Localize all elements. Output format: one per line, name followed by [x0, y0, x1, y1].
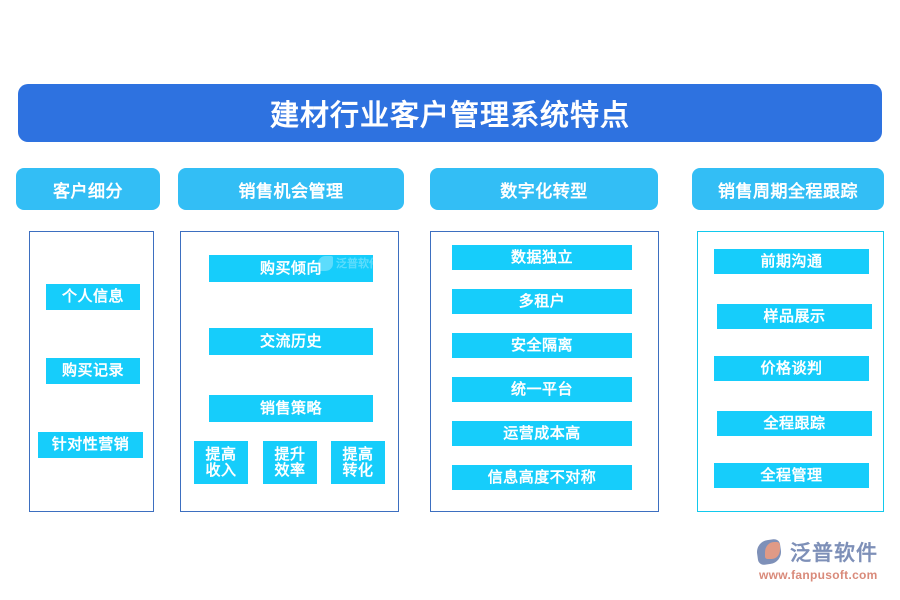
- feature-item-label: 全程跟踪: [763, 414, 826, 432]
- feature-item-label: 统一平台: [510, 380, 573, 398]
- feature-item-label: 销售策略: [259, 399, 322, 417]
- fanpu-logo-mark-icon: [755, 538, 785, 566]
- feature-item-box[interactable]: 价格谈判: [714, 356, 869, 381]
- feature-item-box[interactable]: 安全隔离: [452, 333, 632, 358]
- column-header-label: 销售机会管理: [238, 181, 344, 201]
- feature-item-label: 前期沟通: [760, 252, 823, 270]
- feature-item-label: 提高 转化: [342, 445, 374, 479]
- feature-item-box[interactable]: 全程跟踪: [717, 411, 872, 436]
- feature-item-box[interactable]: 数据独立: [452, 245, 632, 270]
- feature-item-box[interactable]: 全程管理: [714, 463, 869, 488]
- feature-item-label: 个人信息: [61, 288, 124, 306]
- feature-item-label: 多租户: [518, 292, 566, 310]
- feature-item-label: 价格谈判: [760, 359, 823, 377]
- feature-item-label: 运营成本高: [503, 424, 581, 442]
- column-header-2[interactable]: 销售机会管理: [178, 168, 404, 210]
- column-header-1[interactable]: 客户细分: [16, 168, 160, 210]
- brand-logo: 泛普软件 www.fanpusoft.com: [755, 537, 892, 589]
- column-header-4[interactable]: 销售周期全程跟踪: [692, 168, 884, 210]
- feature-item-label: 提高 收入: [205, 445, 237, 479]
- feature-item-label: 针对性营销: [51, 436, 130, 454]
- brand-url: www.fanpusoft.com: [759, 568, 878, 582]
- feature-item-label: 全程管理: [760, 466, 823, 484]
- column-header-label: 销售周期全程跟踪: [718, 181, 858, 201]
- feature-item-label: 安全隔离: [510, 336, 573, 354]
- brand-name: 泛普软件: [790, 542, 878, 565]
- main-title-banner: 建材行业客户管理系统特点: [18, 84, 882, 142]
- feature-item-box[interactable]: 提高 收入: [194, 441, 248, 484]
- page-title: 建材行业客户管理系统特点: [269, 100, 630, 132]
- feature-item-label: 信息高度不对称: [487, 468, 597, 486]
- feature-item-label: 样品展示: [763, 307, 826, 325]
- feature-item-box[interactable]: 统一平台: [452, 377, 632, 402]
- feature-item-box[interactable]: 多租户: [452, 289, 632, 314]
- feature-item-box[interactable]: 信息高度不对称: [452, 465, 632, 490]
- feature-item-box[interactable]: 前期沟通: [714, 249, 869, 274]
- feature-item-box[interactable]: 交流历史: [209, 328, 373, 355]
- column-header-3[interactable]: 数字化转型: [430, 168, 658, 210]
- feature-item-box[interactable]: 购买倾向: [209, 255, 373, 282]
- feature-item-box[interactable]: 运营成本高: [452, 421, 632, 446]
- brand-logo-row: 泛普软件: [755, 537, 878, 567]
- feature-item-label: 提升 效率: [274, 445, 306, 479]
- feature-item-label: 数据独立: [510, 248, 573, 266]
- feature-item-box[interactable]: 销售策略: [209, 395, 373, 422]
- column-header-label: 客户细分: [53, 181, 123, 201]
- feature-item-box[interactable]: 提高 转化: [331, 441, 385, 484]
- feature-item-label: 购买记录: [61, 362, 124, 380]
- feature-item-box[interactable]: 个人信息: [46, 284, 140, 310]
- feature-item-box[interactable]: 购买记录: [46, 358, 140, 384]
- feature-item-box[interactable]: 样品展示: [717, 304, 872, 329]
- column-header-label: 数字化转型: [500, 181, 588, 201]
- feature-item-box[interactable]: 提升 效率: [263, 441, 317, 484]
- feature-item-box[interactable]: 针对性营销: [38, 432, 143, 458]
- feature-item-label: 购买倾向: [259, 259, 322, 277]
- feature-item-label: 交流历史: [259, 332, 322, 350]
